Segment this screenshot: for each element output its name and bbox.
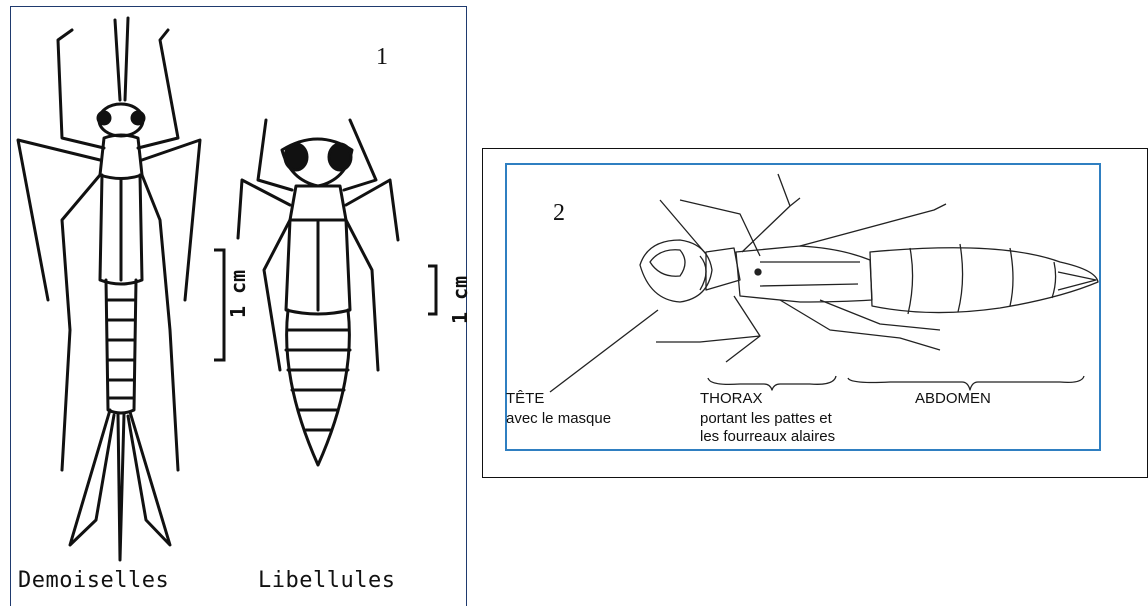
label-thorax-title: THORAX [700, 390, 763, 408]
label-thorax-sub2: les fourreaux alaires [700, 428, 835, 446]
label-abdomen-title: ABDOMEN [915, 390, 991, 408]
label-head-title: TÊTE [506, 390, 544, 408]
label-head-sub: avec le masque [506, 410, 611, 428]
label-thorax-sub1: portant les pattes et [700, 410, 832, 428]
